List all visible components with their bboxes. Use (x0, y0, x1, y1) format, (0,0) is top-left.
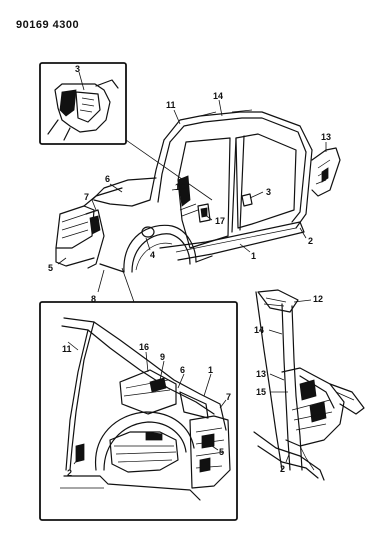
callout-inset-top-3: 3 (75, 64, 80, 74)
callout-right-12: 12 (313, 294, 323, 304)
callout-inset-bottom-9: 9 (160, 352, 165, 362)
document-number: 90169 4300 (16, 19, 79, 31)
callout-right-13: 13 (256, 369, 266, 379)
callout-main-10: 10 (175, 182, 185, 192)
callout-main-13: 13 (321, 132, 331, 142)
callout-inset-bottom-11: 11 (62, 344, 72, 354)
callout-main-14: 14 (213, 91, 223, 101)
callout-inset-bottom-5: 5 (219, 447, 224, 457)
callout-main-6: 6 (105, 174, 110, 184)
callout-main-3: 3 (266, 187, 271, 197)
callout-main-11: 11 (166, 100, 176, 110)
callout-inset-bottom-1: 1 (208, 365, 213, 375)
callout-inset-bottom-7: 7 (226, 392, 231, 402)
callout-inset-bottom-16: 16 (139, 342, 149, 352)
callout-main-5: 5 (48, 263, 53, 273)
inset-bottom-rear-quarter (39, 301, 238, 521)
callout-main-7: 7 (84, 192, 89, 202)
callout-inset-bottom-6: 6 (180, 365, 185, 375)
callout-right-15: 15 (256, 387, 266, 397)
inset-top-pointer (125, 139, 213, 201)
detail-right-hinge-pillar (253, 289, 365, 481)
main-body-side-assembly (55, 99, 341, 293)
callout-main-17: 17 (215, 216, 225, 226)
callout-main-1: 1 (251, 251, 256, 261)
callout-main-4: 4 (150, 250, 155, 260)
inset-top-detail (39, 62, 127, 145)
callout-right-14: 14 (254, 325, 264, 335)
callout-main-8: 8 (91, 294, 96, 304)
inset-bottom-pointer (121, 267, 135, 303)
callout-main-2: 2 (308, 236, 313, 246)
callout-inset-bottom-2: 2 (67, 468, 72, 478)
callout-right-2: 2 (280, 464, 285, 474)
